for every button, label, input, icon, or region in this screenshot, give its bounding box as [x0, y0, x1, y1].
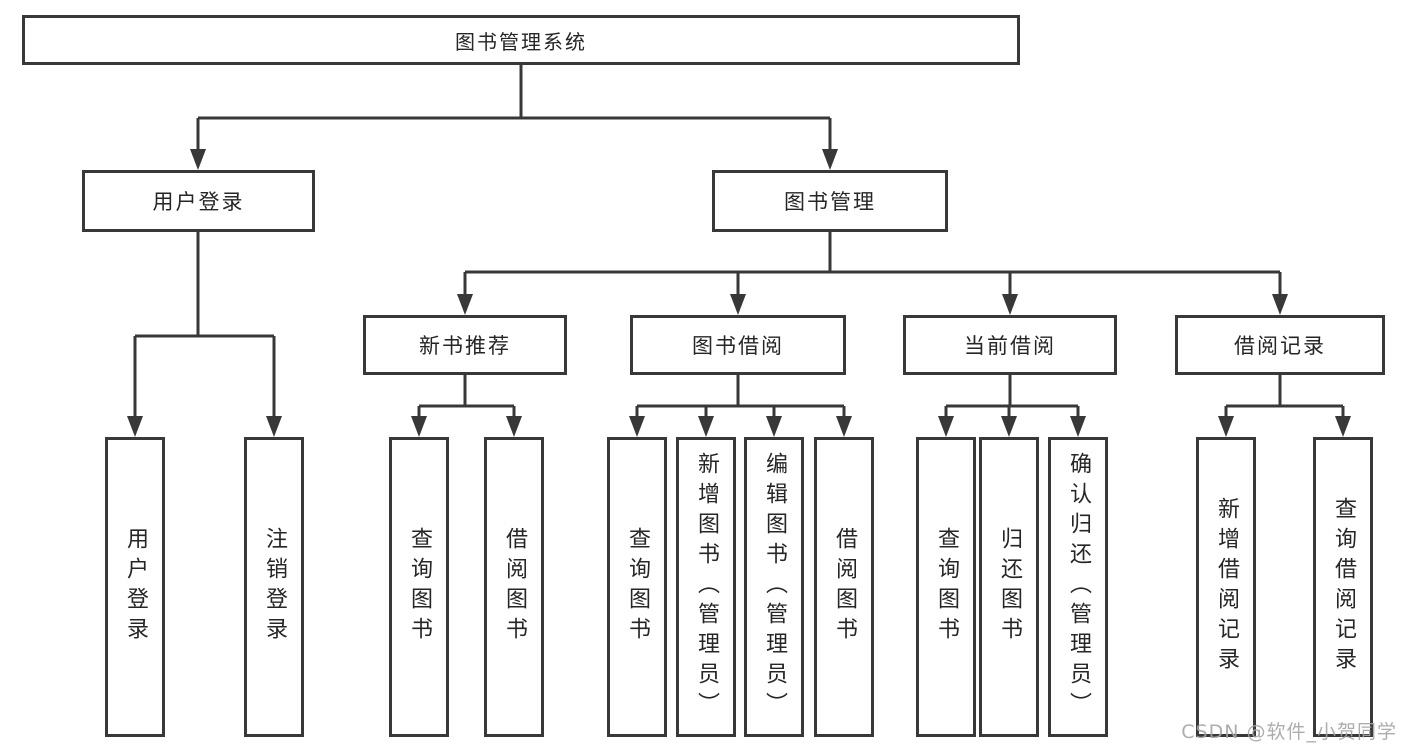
connector-book-management-children: [463, 232, 1282, 298]
connector-new-book-children: [417, 375, 516, 420]
arrowhead-icons: [127, 149, 1351, 437]
node-user-login: 用户登录: [82, 170, 315, 232]
node-borrowing-records: 借阅记录: [1175, 315, 1385, 375]
connector-user-login-children: [133, 232, 276, 420]
leaf-add-borrow-record: 新增借阅记录: [1196, 437, 1256, 737]
arrow-down-icon: [1001, 416, 1017, 437]
leaf-label: 查询图书: [407, 527, 432, 647]
leaf-label: 借阅图书: [502, 527, 527, 647]
arrow-down-icon: [1335, 416, 1351, 437]
leaf-query-borrow-record: 查询借阅记录: [1313, 437, 1373, 737]
connector-book-borrow-children: [635, 375, 846, 420]
connector-current-borrow-children: [944, 375, 1080, 420]
arrow-down-icon: [1070, 416, 1086, 437]
leaf-edit-books-admin: 编辑图书（管理员）: [744, 437, 804, 737]
connector-borrow-records-children: [1224, 375, 1345, 420]
arrow-down-icon: [629, 416, 645, 437]
arrow-down-icon: [190, 149, 206, 170]
arrow-down-icon: [457, 294, 473, 315]
node-book-borrowing: 图书借阅: [630, 315, 846, 375]
node-book-management: 图书管理: [712, 170, 948, 232]
leaf-confirm-return-admin: 确认归还（管理员）: [1048, 437, 1108, 737]
arrow-down-icon: [938, 416, 954, 437]
leaf-borrow-books: 借阅图书: [814, 437, 874, 737]
leaf-label: 归还图书: [997, 527, 1022, 647]
node-new-book-recommendation: 新书推荐: [363, 315, 567, 375]
arrow-down-icon: [127, 416, 143, 437]
leaf-label: 注销登录: [262, 527, 287, 647]
leaf-label: 查询借阅记录: [1331, 497, 1356, 677]
node-library-management-system: 图书管理系统: [22, 15, 1020, 65]
leaf-label: 新增图书（管理员）: [694, 452, 719, 722]
arrow-down-icon: [836, 416, 852, 437]
leaf-query-books-recommend: 查询图书: [389, 437, 449, 737]
arrow-down-icon: [266, 416, 282, 437]
leaf-logout: 注销登录: [244, 437, 304, 737]
arrow-down-icon: [411, 416, 427, 437]
leaf-label: 用户登录: [123, 527, 148, 647]
leaf-label: 查询图书: [934, 527, 959, 647]
leaf-label: 借阅图书: [832, 527, 857, 647]
leaf-query-books-current: 查询图书: [916, 437, 976, 737]
arrow-down-icon: [1002, 294, 1018, 315]
arrow-down-icon: [1218, 416, 1234, 437]
leaf-user-login: 用户登录: [105, 437, 165, 737]
connector-strokes: [133, 65, 1345, 420]
leaf-query-books-borrow: 查询图书: [607, 437, 667, 737]
leaf-add-books-admin: 新增图书（管理员）: [676, 437, 736, 737]
csdn-watermark: CSDN @软件_小贺同学: [1181, 721, 1397, 743]
node-current-borrowing: 当前借阅: [903, 315, 1117, 375]
arrow-down-icon: [1272, 294, 1288, 315]
arrow-down-icon: [822, 149, 838, 170]
arrow-down-icon: [766, 416, 782, 437]
leaf-label: 新增借阅记录: [1214, 497, 1239, 677]
leaf-label: 查询图书: [625, 527, 650, 647]
leaf-return-books: 归还图书: [979, 437, 1039, 737]
arrow-down-icon: [730, 294, 746, 315]
connector-root-to-level2: [196, 65, 832, 152]
leaf-borrow-books-recommend: 借阅图书: [484, 437, 544, 737]
arrow-down-icon: [698, 416, 714, 437]
leaf-label: 确认归还（管理员）: [1066, 452, 1091, 722]
arrow-down-icon: [506, 416, 522, 437]
leaf-label: 编辑图书（管理员）: [762, 452, 787, 722]
